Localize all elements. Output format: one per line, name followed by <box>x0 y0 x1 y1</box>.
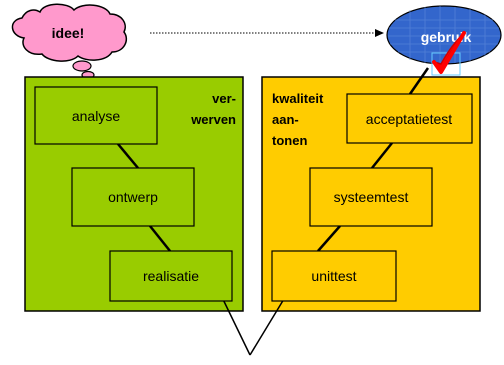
idea-label: idee! <box>52 25 85 41</box>
step-ontwerp: ontwerp <box>71 167 195 227</box>
quality-heading-line3: tonen <box>272 133 307 148</box>
acquire-heading-line2: werven <box>190 112 236 127</box>
step-systeemtest: systeemtest <box>309 167 433 227</box>
dotted-arrow <box>150 29 384 37</box>
step-unittest-box <box>271 250 397 302</box>
connector-systeemtest-acceptatietest <box>371 142 393 169</box>
step-acceptatietest: acceptatietest <box>346 93 473 144</box>
connector-ontwerp-realisatie <box>149 225 171 252</box>
v-connectors <box>117 67 430 252</box>
quality-heading-line1: kwaliteit <box>272 91 324 106</box>
step-systeemtest-label: systeemtest <box>334 189 409 205</box>
step-systeemtest-box <box>309 167 433 227</box>
connector-acceptatietest-usage <box>408 67 430 95</box>
step-unittest-label: unittest <box>311 268 356 284</box>
idea-cloud-shape <box>11 3 128 62</box>
step-acceptatietest-label: acceptatietest <box>366 111 452 127</box>
step-realisatie-box <box>109 250 233 302</box>
acquire-heading-line1: ver- <box>212 91 236 106</box>
checkmark-icon <box>431 31 466 76</box>
step-analyse-label: analyse <box>72 108 120 124</box>
step-ontwerp-label: ontwerp <box>108 189 158 205</box>
step-ontwerp-box <box>71 167 195 227</box>
idea-cloud: idee! <box>11 3 128 86</box>
quality-heading-line2: aan- <box>272 112 299 127</box>
step-unittest: unittest <box>271 250 397 302</box>
connector-unittest-systeemtest <box>317 225 341 252</box>
usage-ellipse: gebruik <box>386 5 502 65</box>
thought-bubble-large <box>72 60 92 72</box>
step-analyse-box <box>34 86 158 145</box>
connector-analyse-ontwerp <box>117 143 139 169</box>
step-acceptatietest-box <box>346 93 473 144</box>
step-realisatie-label: realisatie <box>143 268 199 284</box>
step-analyse: analyse <box>34 86 158 145</box>
step-realisatie: realisatie <box>109 250 233 302</box>
